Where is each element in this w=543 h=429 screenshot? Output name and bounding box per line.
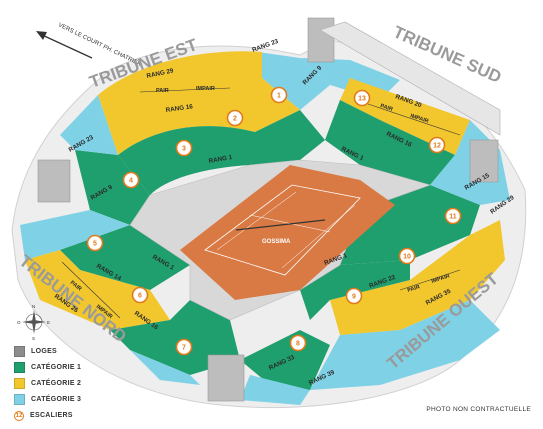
est-cat1 [118, 110, 325, 195]
staircase-number: 9 [352, 294, 356, 301]
staircase-number: 10 [403, 254, 411, 261]
court-sideline [216, 191, 356, 269]
ouest-cat2 [330, 220, 505, 335]
court-sponsor: GOSSIMA [262, 239, 291, 245]
legend-swatch [14, 378, 25, 389]
est-cat3-right [258, 52, 330, 110]
arrow-line [39, 33, 93, 59]
staircase-marker [122, 171, 140, 189]
legend-label: CATÉGORIE 1 [31, 364, 82, 371]
staircase-number: 6 [138, 293, 142, 300]
arrow-head-icon [36, 31, 47, 40]
legend-label: CATÉGORIE 2 [31, 380, 82, 387]
est-left-cat1 [75, 150, 150, 225]
legend-label: LOGES [31, 348, 58, 355]
south-corner-cat3 [240, 375, 310, 405]
legend-label: CATÉGORIE 3 [31, 396, 82, 403]
staircase-number: 13 [358, 96, 366, 103]
staircase-marker [289, 334, 307, 352]
sud-cat1 [325, 100, 455, 185]
staircase-marker [270, 86, 288, 104]
parity-arrow [61, 261, 121, 319]
tower-top [307, 17, 335, 63]
nord-cat2 [25, 250, 170, 330]
staircase-marker [175, 139, 193, 157]
court-lines [204, 184, 361, 276]
tower-right [469, 139, 499, 183]
legend-item-escaliers: 12 ESCALIERS [14, 409, 134, 422]
staircase-number: 11 [449, 214, 457, 221]
rank-label: RANG 1 [208, 154, 233, 165]
clay-court [180, 165, 395, 300]
legend-item-loges: LOGES [14, 345, 134, 358]
staircase-number: 4 [129, 178, 133, 185]
tower-bottom [207, 354, 245, 402]
compass-s: S [32, 336, 35, 341]
staircase-number: 12 [433, 143, 441, 150]
parity-arrow [139, 87, 231, 93]
staircase-number: 3 [182, 146, 186, 153]
legend-swatch [14, 346, 25, 357]
staircase-icon: 12 [14, 410, 24, 421]
staircase-marker [86, 234, 104, 252]
compass-needle-eo [22, 320, 46, 324]
staircase-marker [353, 89, 371, 107]
south-corner-cat1 [240, 330, 330, 390]
legend-item-categorie-3: CATÉGORIE 3 [14, 393, 134, 406]
ouest-cat3 [310, 300, 500, 390]
compass-e: E [47, 320, 50, 325]
est-left-cat3 [60, 95, 118, 155]
compass-rose: N E S O [17, 304, 50, 341]
disclaimer: PHOTO NON CONTRACTUELLE [426, 406, 531, 413]
staircase-marker [175, 338, 193, 356]
parity-arrow [399, 269, 461, 291]
court-net [235, 219, 326, 231]
staircase-number: 7 [182, 345, 186, 352]
parity-label: IMPAIR [196, 86, 215, 92]
parity-label: PAIR [156, 88, 169, 94]
legend-swatch [14, 394, 25, 405]
parity-label: PAIR [379, 103, 393, 113]
nord-cat3 [20, 210, 130, 260]
parity-arrow [367, 103, 461, 136]
legend-swatch [14, 362, 25, 373]
parity-label: IMPAIR [409, 113, 429, 125]
staircase-marker [398, 247, 416, 265]
staircase-marker [428, 136, 446, 154]
tower-left [37, 159, 71, 203]
staircase-marker [444, 207, 462, 225]
staircase-marker [131, 286, 149, 304]
staircase-number: 5 [93, 241, 97, 248]
legend-item-categorie-1: CATÉGORIE 1 [14, 361, 134, 374]
staircase-number: 8 [296, 341, 300, 348]
legend: LOGES CATÉGORIE 1 CATÉGORIE 2 CATÉGORIE … [14, 345, 134, 425]
legend-item-categorie-2: CATÉGORIE 2 [14, 377, 134, 390]
compass-n: N [32, 304, 35, 309]
staircase-marker [345, 287, 363, 305]
sud-roof [319, 21, 501, 136]
parity-label: IMPAIR [431, 273, 451, 285]
rank-label: RANG 16 [165, 103, 193, 114]
nord-cat1-b [110, 300, 240, 375]
nord-cat3-b [130, 350, 200, 385]
staircase-number: 1 [277, 93, 281, 100]
est-cat2 [98, 51, 300, 155]
staircase-number: 2 [233, 116, 237, 123]
compass-o: O [17, 320, 21, 325]
staircase-marker [226, 109, 244, 127]
legend-label: ESCALIERS [30, 412, 73, 419]
parity-label: PAIR [407, 284, 421, 294]
